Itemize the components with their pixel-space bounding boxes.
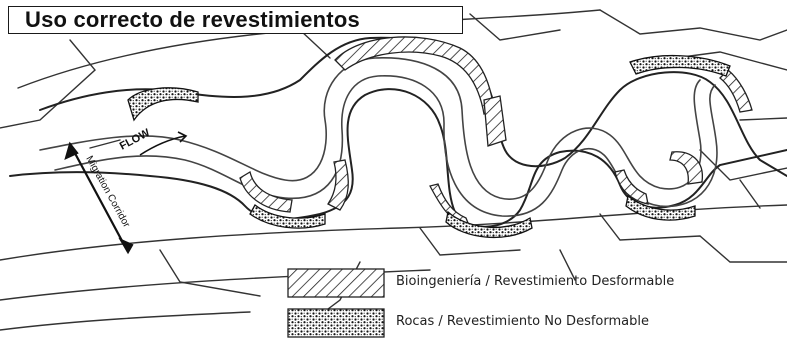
corridor-label: Migration Corridor xyxy=(83,154,132,230)
rock-revetments xyxy=(127,54,731,239)
legend-label-deformable: Bioingeniería / Revestimiento Desformabl… xyxy=(396,274,675,289)
corridor-arrow xyxy=(64,141,134,255)
legend-swatch-hatch xyxy=(287,268,385,298)
deformable-revetments xyxy=(239,36,753,230)
legend-swatch-stipple xyxy=(287,308,385,338)
flow-label: FLOW xyxy=(118,127,153,153)
legend-label-rock: Rocas / Revestimiento No Desformable xyxy=(396,314,649,329)
page-title: Uso correcto de revestimientos xyxy=(8,6,463,34)
flow-arrow xyxy=(139,131,188,156)
